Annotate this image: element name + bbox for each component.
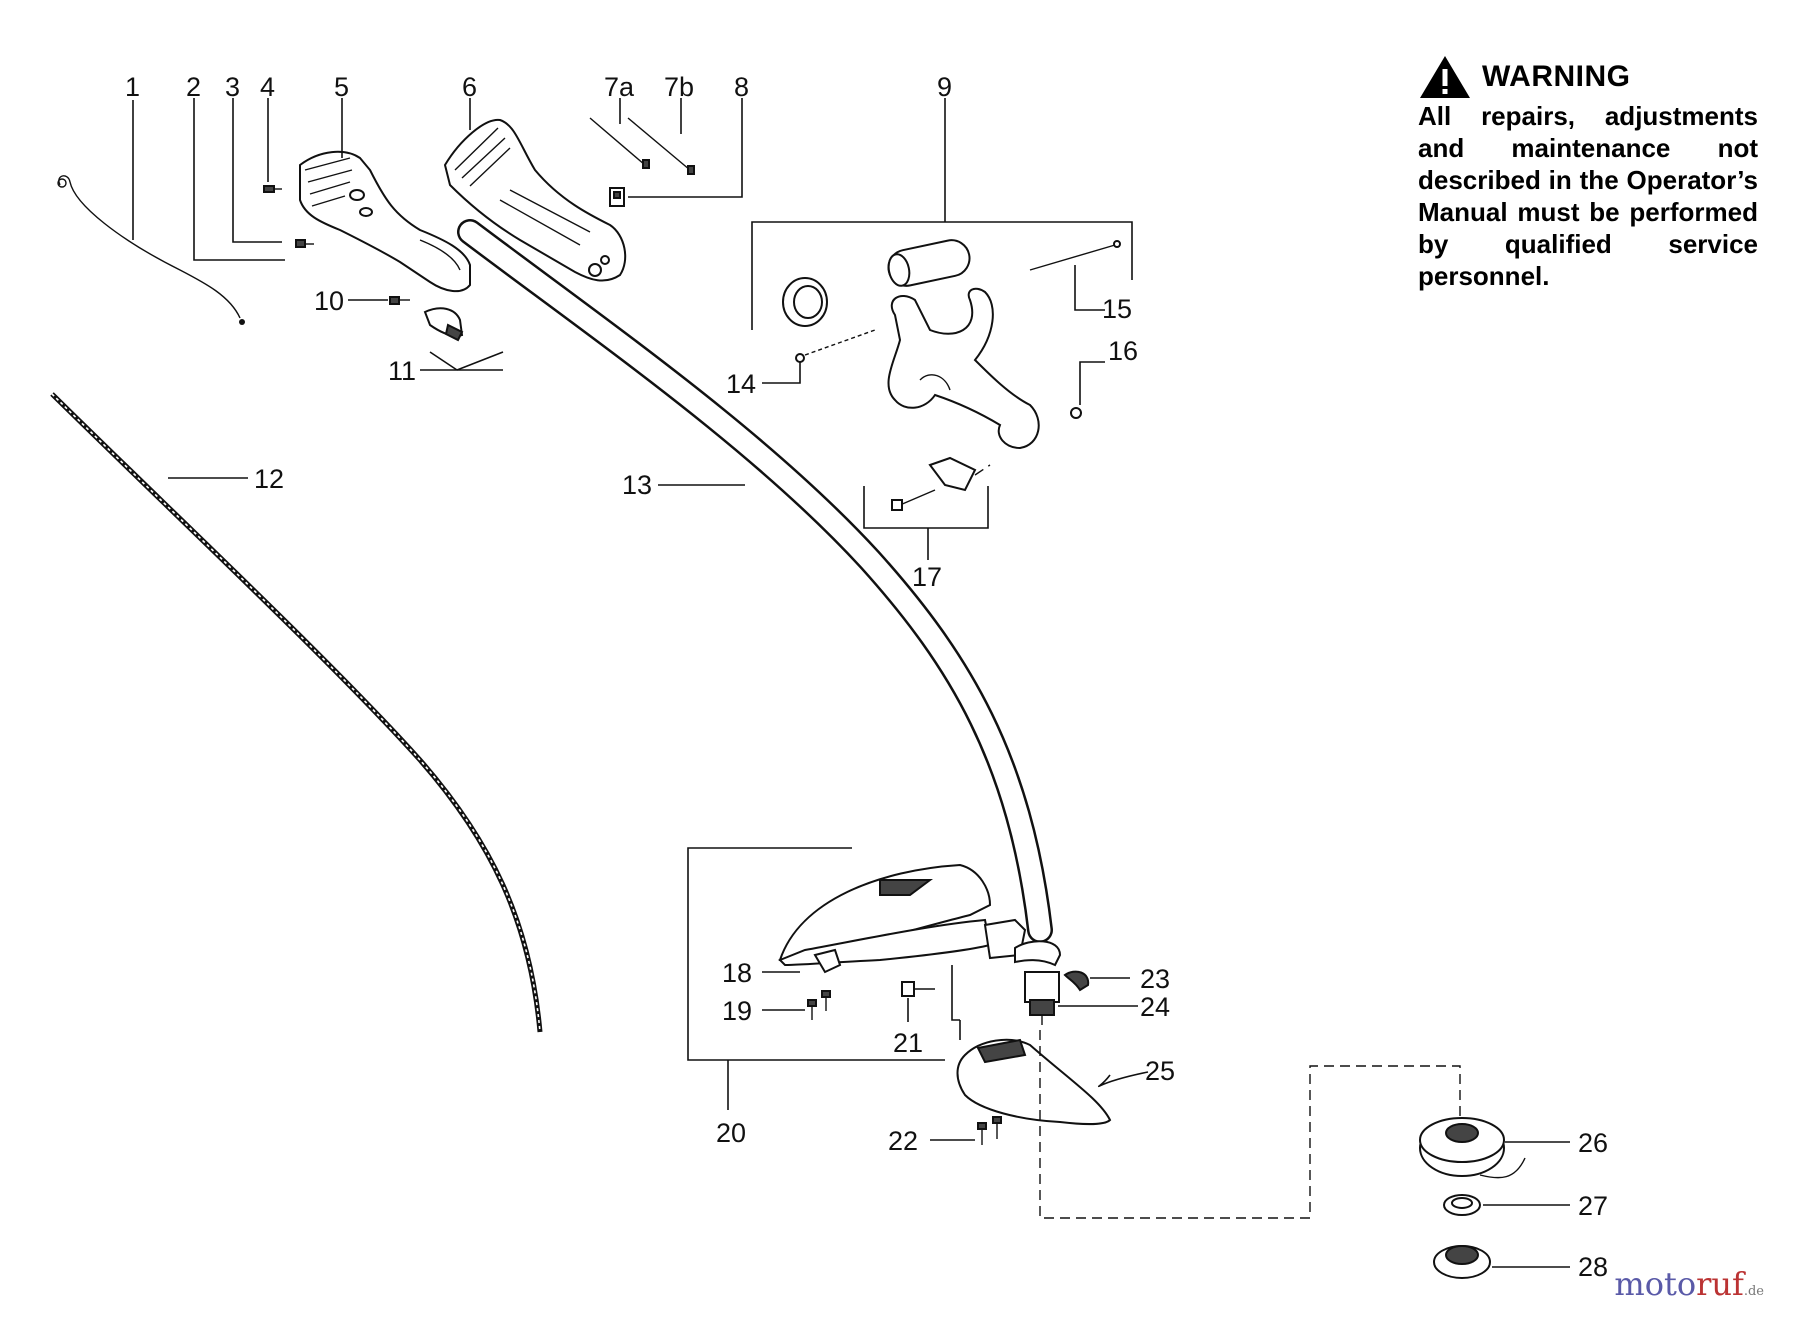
watermark-part-b: ruf	[1696, 1265, 1744, 1303]
part-19-screws	[807, 990, 831, 1020]
callout-6: 6	[462, 72, 477, 102]
part-21-bolt	[901, 981, 935, 997]
part-27-washer	[1443, 1194, 1481, 1216]
callout-20: 20	[716, 1118, 746, 1148]
warning-header: WARNING	[1418, 54, 1758, 100]
callout-9: 9	[937, 72, 952, 102]
part-11-trigger	[423, 307, 464, 342]
callout-18: 18	[722, 958, 752, 988]
part-5-throttle-handle	[299, 150, 471, 293]
part-28-nut	[1433, 1245, 1491, 1279]
part-1-throttle-cable	[57, 175, 245, 325]
part-24-gearbox	[1024, 971, 1060, 1025]
part-20-guard	[778, 863, 1027, 967]
part-18-clip	[813, 948, 842, 974]
part-8-switch	[609, 187, 625, 207]
callout-1: 1	[125, 72, 140, 102]
callout-16: 16	[1108, 336, 1138, 366]
part-25-shield	[956, 1038, 1112, 1126]
watermark-logo: motoruf.de	[1614, 1265, 1764, 1303]
warning-notice: WARNING All repairs, adjustments and mai…	[1418, 54, 1758, 292]
part-13-drive-shaft-tube	[457, 219, 1053, 943]
part-10-screw	[389, 296, 410, 305]
part-9-assist-handle	[782, 239, 1121, 511]
warning-title: WARNING	[1482, 60, 1631, 93]
part-6-handle-housing	[443, 118, 627, 282]
part-22-screws	[977, 1116, 1002, 1145]
warning-triangle-icon	[1420, 56, 1470, 98]
callout-7a: 7a	[604, 72, 635, 102]
callout-7b: 7b	[664, 72, 694, 102]
callout-25: 25	[1145, 1056, 1175, 1086]
part-12-flexible-drive-shaft	[50, 392, 543, 1033]
callout-15: 15	[1102, 294, 1132, 324]
callout-12: 12	[254, 464, 284, 494]
part-26-trimmer-head	[1419, 1117, 1526, 1179]
callout-26: 26	[1578, 1128, 1608, 1158]
callout-21: 21	[893, 1028, 923, 1058]
part-23-clamp	[1014, 940, 1090, 992]
callout-23: 23	[1140, 964, 1170, 994]
callout-4: 4	[260, 72, 275, 102]
part-3-screw	[295, 239, 314, 248]
callout-11: 11	[388, 356, 416, 386]
callout-24: 24	[1140, 992, 1170, 1022]
callout-2: 2	[186, 72, 201, 102]
callout-19: 19	[722, 996, 752, 1026]
warning-body: All repairs, adjustments and maintenance…	[1418, 101, 1758, 291]
callout-22: 22	[888, 1126, 918, 1156]
leader-lines	[132, 98, 1570, 1268]
callout-8: 8	[734, 72, 749, 102]
part-4-screw	[263, 185, 282, 193]
callout-10: 10	[314, 286, 344, 316]
callout-28: 28	[1578, 1252, 1608, 1282]
assembly-dash-line	[1039, 1030, 1461, 1219]
callout-17: 17	[912, 562, 942, 592]
watermark-part-c: .de	[1743, 1284, 1764, 1299]
callout-3: 3	[225, 72, 240, 102]
part-7b-wire	[627, 117, 695, 175]
watermark-part-a: moto	[1614, 1265, 1697, 1303]
callout-labels: 1 2 3 4 5 6 7a 7b 8 9 10 11 12 13 14 15 …	[125, 72, 1608, 1282]
part-7a-wire	[589, 117, 650, 169]
callout-27: 27	[1578, 1191, 1608, 1221]
callout-13: 13	[622, 470, 652, 500]
callout-14: 14	[726, 369, 756, 399]
callout-5: 5	[334, 72, 349, 102]
